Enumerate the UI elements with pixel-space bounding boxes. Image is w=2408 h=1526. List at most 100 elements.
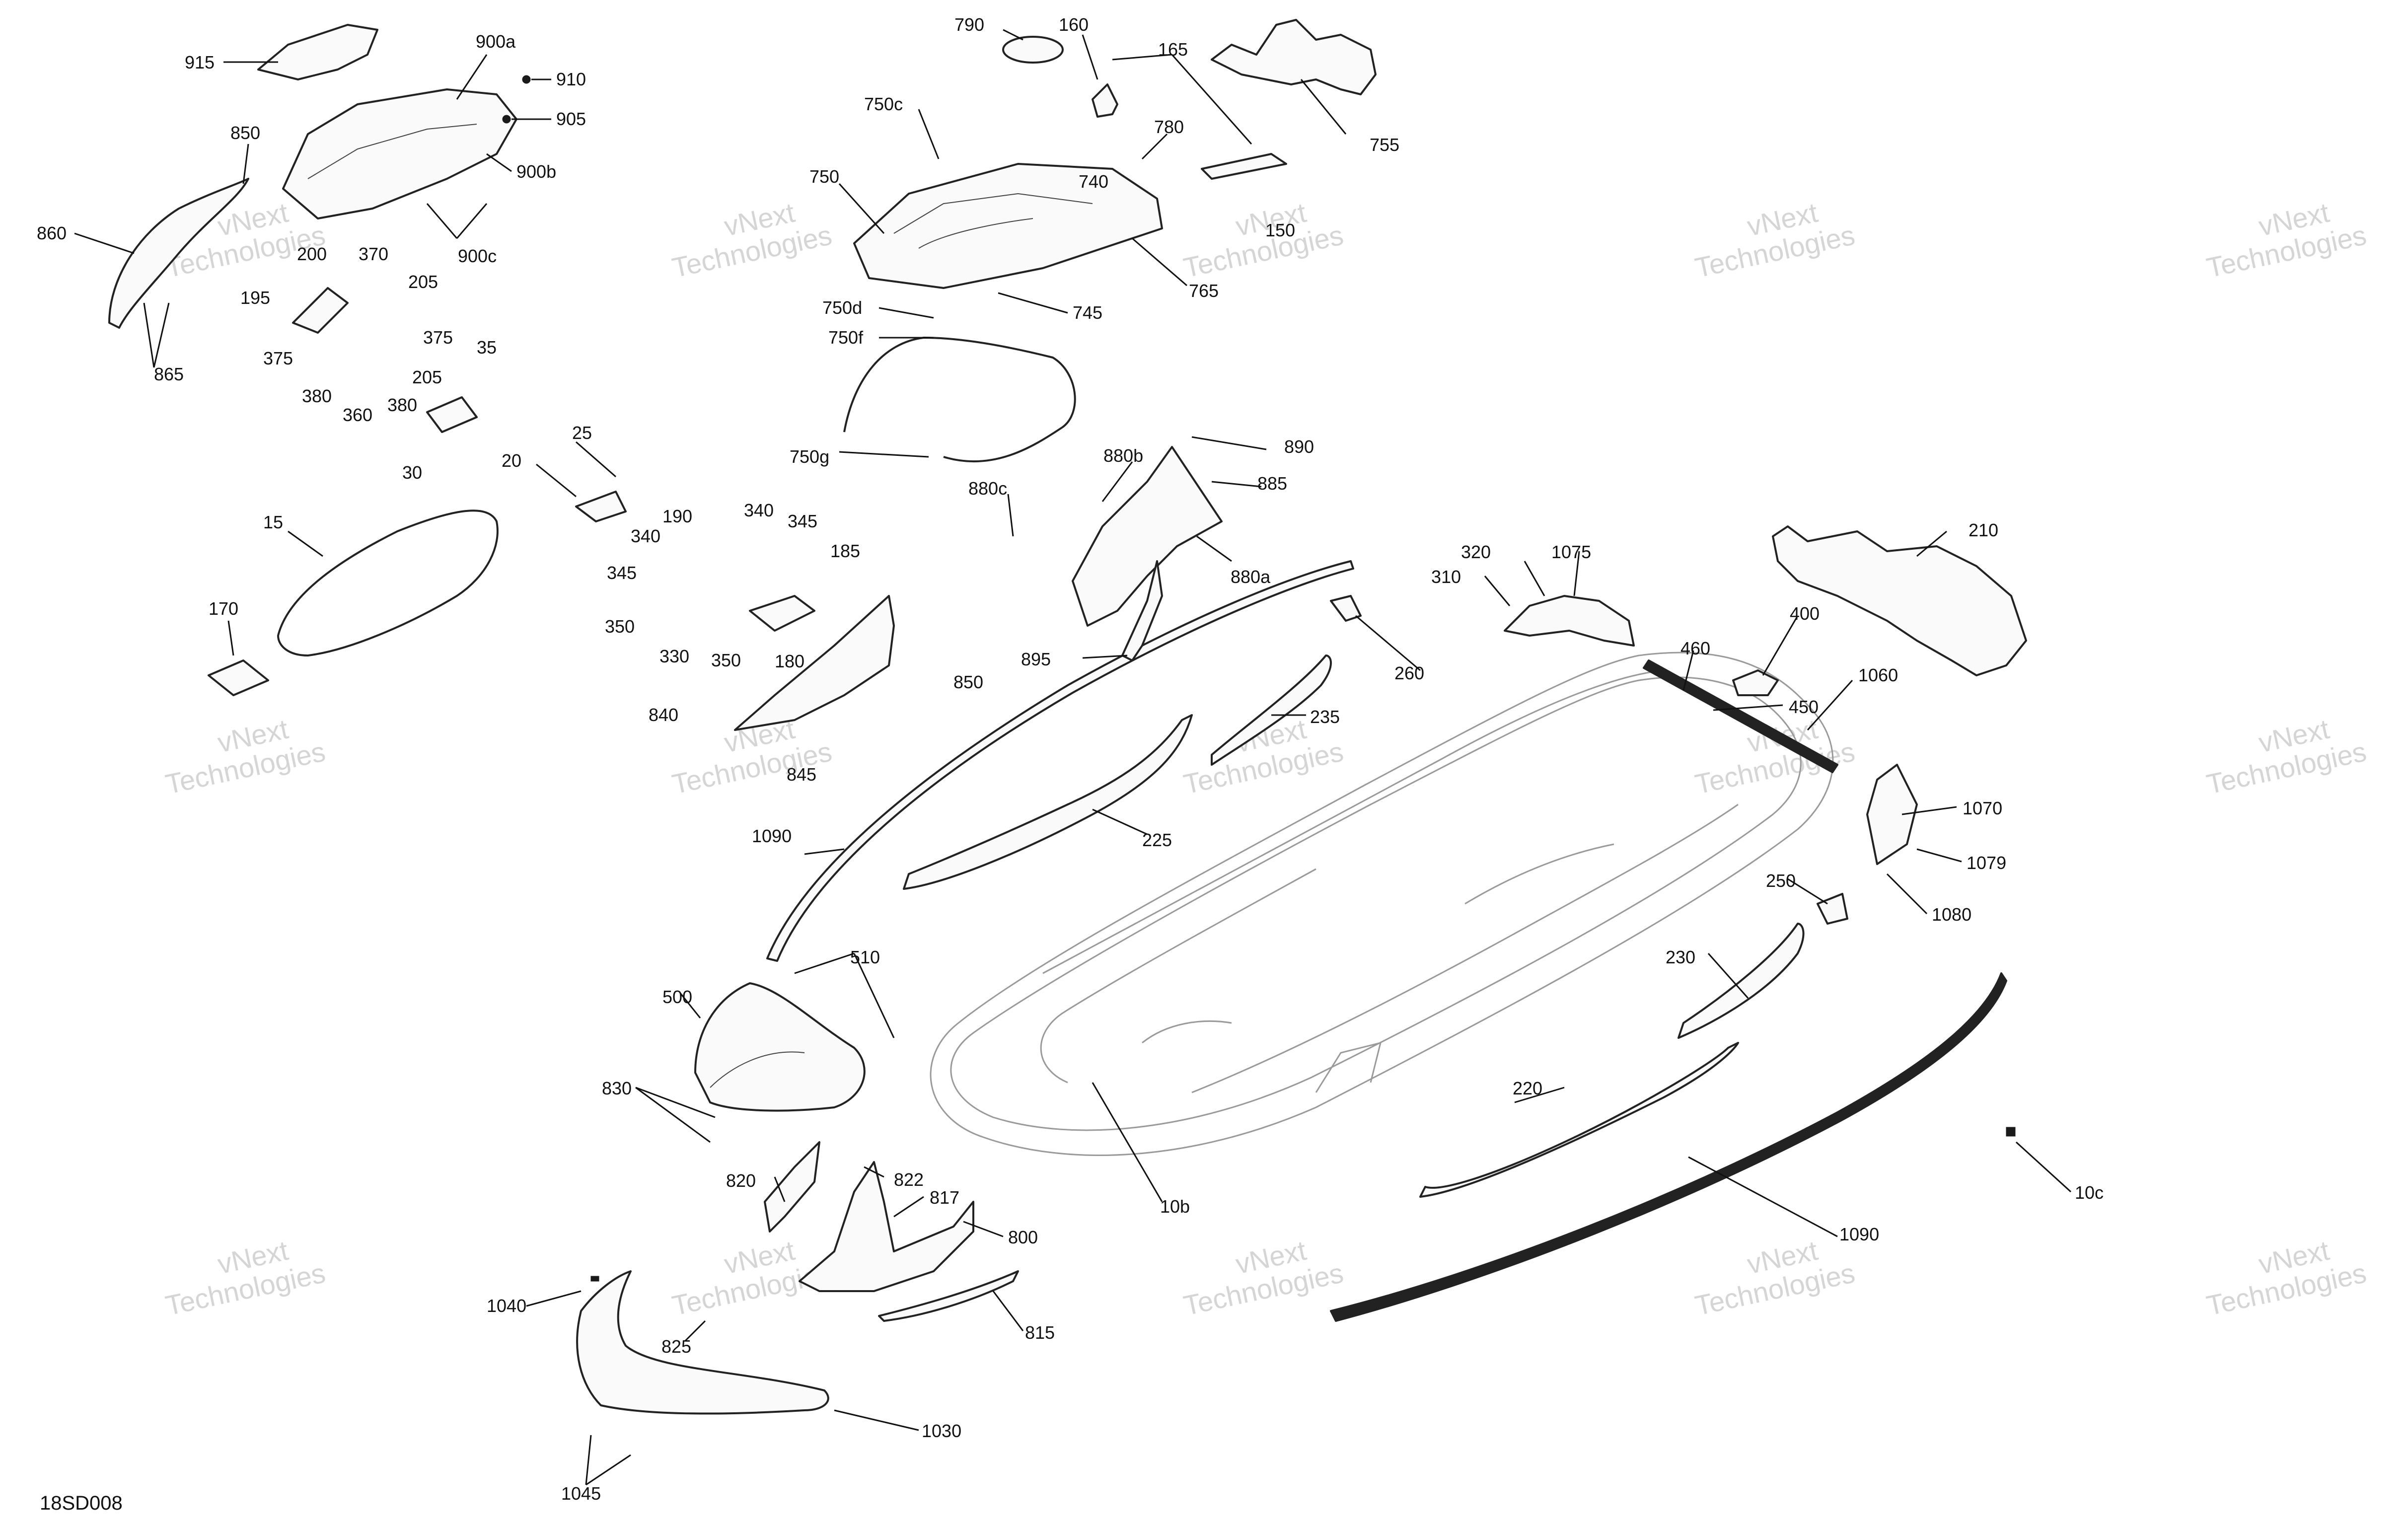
handle-1070 bbox=[1866, 764, 1918, 865]
callout-400: 400 bbox=[1790, 603, 1820, 624]
callout-345: 345 bbox=[788, 511, 817, 531]
side-trim-lower bbox=[1330, 972, 2007, 1322]
callout-460: 460 bbox=[1680, 638, 1710, 658]
bracket-185 bbox=[749, 595, 815, 632]
callout-190: 190 bbox=[662, 506, 692, 526]
callout-10c: 10c bbox=[2075, 1182, 2104, 1203]
bracket-20 bbox=[575, 491, 627, 522]
callout-20: 20 bbox=[502, 450, 521, 471]
panel-860 bbox=[108, 178, 249, 329]
pad-220 bbox=[1419, 1042, 1739, 1198]
callout-200: 200 bbox=[297, 244, 327, 264]
callout-165: 165 bbox=[1158, 39, 1188, 60]
callout-910: 910 bbox=[556, 69, 586, 89]
callout-375-b: 375 bbox=[263, 348, 293, 368]
callout-185: 185 bbox=[830, 541, 860, 561]
handle-1075 bbox=[1504, 595, 1635, 647]
rail-1060 bbox=[1643, 659, 1838, 773]
callout-765: 765 bbox=[1189, 281, 1219, 301]
callout-817: 817 bbox=[930, 1187, 959, 1208]
callout-850: 850 bbox=[230, 123, 260, 143]
cover-900a bbox=[282, 88, 517, 219]
watermark: vNext Technologies bbox=[2204, 197, 2369, 284]
bracket-30 bbox=[426, 396, 478, 433]
callout-1090-b: 1090 bbox=[1839, 1224, 1879, 1244]
callout-825: 825 bbox=[661, 1336, 691, 1357]
callout-205-b: 205 bbox=[412, 367, 442, 387]
callout-380: 380 bbox=[302, 386, 332, 406]
side-trim-upper bbox=[766, 560, 1354, 962]
clip-10c bbox=[2006, 1127, 2016, 1137]
leader-lines bbox=[74, 29, 2072, 1486]
callout-1030: 1030 bbox=[922, 1421, 961, 1441]
callouts: 915 900a 910 905 900b 900c 850 860 200 3… bbox=[37, 14, 2104, 1504]
callout-220: 220 bbox=[1513, 1078, 1542, 1098]
bracket-250 bbox=[1817, 893, 1848, 925]
callout-1080: 1080 bbox=[1932, 904, 1971, 925]
bracket-195 bbox=[292, 287, 349, 334]
callout-1079: 1079 bbox=[1967, 853, 2006, 873]
callout-840: 840 bbox=[649, 705, 678, 725]
callout-880c: 880c bbox=[968, 478, 1007, 499]
callout-750c: 750c bbox=[864, 94, 903, 114]
callout-350-b: 350 bbox=[711, 650, 741, 670]
seal-750g bbox=[843, 337, 1076, 463]
callout-915: 915 bbox=[185, 52, 215, 73]
watermark: vNext Technologies bbox=[163, 713, 328, 800]
callout-1090: 1090 bbox=[752, 826, 792, 846]
visor-915 bbox=[257, 24, 378, 80]
callout-860: 860 bbox=[37, 223, 67, 243]
callout-340-b: 340 bbox=[631, 526, 660, 546]
diagram-code: 18SD008 bbox=[40, 1492, 123, 1514]
storage-bin-750 bbox=[853, 163, 1163, 289]
decal-210 bbox=[1772, 525, 2027, 676]
callout-845: 845 bbox=[787, 764, 816, 785]
callout-15: 15 bbox=[263, 512, 283, 532]
callout-1075: 1075 bbox=[1551, 542, 1591, 562]
callout-900c: 900c bbox=[458, 246, 497, 266]
callout-885: 885 bbox=[1257, 473, 1287, 494]
callout-340: 340 bbox=[744, 500, 774, 520]
callout-260: 260 bbox=[1394, 663, 1424, 683]
callout-320: 320 bbox=[1461, 542, 1491, 562]
fastener-1040 bbox=[590, 1276, 599, 1282]
fastener-905 bbox=[502, 115, 511, 124]
callout-1045: 1045 bbox=[561, 1483, 601, 1504]
pad-225 bbox=[903, 714, 1193, 890]
pad-230 bbox=[1678, 923, 1805, 1039]
callout-210: 210 bbox=[1969, 520, 1998, 540]
pad-235 bbox=[1211, 654, 1332, 766]
parts-drawing bbox=[108, 19, 2027, 1415]
callout-750g: 750g bbox=[790, 446, 829, 467]
callout-330: 330 bbox=[659, 646, 689, 666]
bracket-260 bbox=[1330, 595, 1362, 622]
callout-890: 890 bbox=[1284, 436, 1314, 457]
callout-375: 375 bbox=[423, 327, 453, 348]
callout-450: 450 bbox=[1789, 697, 1819, 717]
plate-170 bbox=[208, 659, 269, 696]
callout-230: 230 bbox=[1666, 947, 1695, 967]
callout-830: 830 bbox=[602, 1078, 632, 1098]
callout-755: 755 bbox=[1370, 135, 1399, 155]
callout-360: 360 bbox=[343, 405, 372, 425]
strip-815 bbox=[878, 1270, 1019, 1322]
callout-310: 310 bbox=[1431, 567, 1461, 587]
callout-235: 235 bbox=[1310, 707, 1340, 727]
callout-865: 865 bbox=[154, 364, 184, 384]
panel-880a bbox=[1072, 446, 1223, 627]
strip-895 bbox=[1121, 560, 1163, 661]
callout-370: 370 bbox=[359, 244, 388, 264]
watermark: vNext Technologies bbox=[1181, 1235, 1346, 1321]
callout-880a: 880a bbox=[1231, 567, 1271, 587]
callout-900b: 900b bbox=[516, 161, 556, 182]
callout-10b: 10b bbox=[1160, 1196, 1190, 1217]
callout-345-b: 345 bbox=[607, 563, 637, 583]
decal-755 bbox=[1211, 19, 1377, 95]
callout-225: 225 bbox=[1142, 830, 1172, 850]
panel-180 bbox=[734, 595, 895, 731]
callout-790: 790 bbox=[954, 14, 984, 35]
callout-880b: 880b bbox=[1103, 445, 1143, 466]
callout-750f: 750f bbox=[828, 327, 864, 348]
fastener-910 bbox=[522, 75, 531, 84]
